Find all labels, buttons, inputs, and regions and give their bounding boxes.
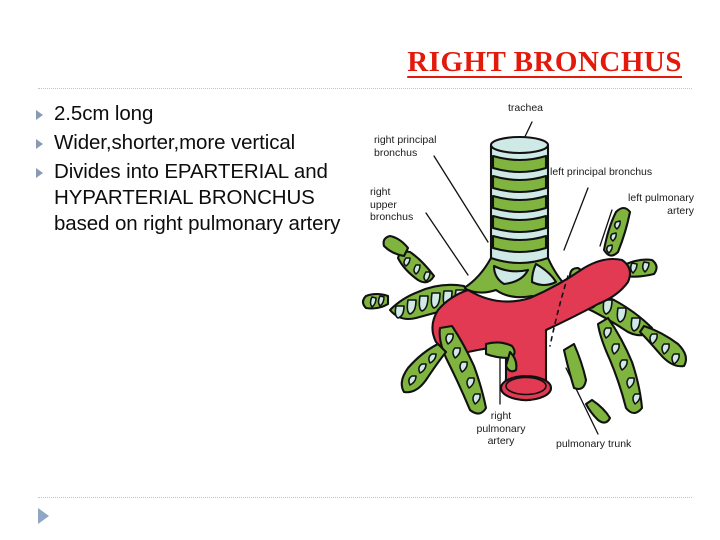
label-right-principal-bronchus: right principal bronchus bbox=[374, 134, 437, 159]
list-item: Wider,shorter,more vertical bbox=[36, 130, 356, 156]
trachea-shape bbox=[489, 135, 550, 266]
left-lower-bronchi-shape bbox=[562, 316, 688, 424]
label-right-upper-bronchus: right upper bronchus bbox=[370, 186, 414, 223]
right-upper-bronchus-shape bbox=[361, 234, 436, 310]
divider-top bbox=[38, 88, 692, 89]
triangle-bullet-icon bbox=[36, 130, 54, 149]
label-left-pulmonary-artery: left pulmonary artery bbox=[628, 192, 694, 217]
bullet-list: 2.5cm long Wider,shorter,more vertical D… bbox=[36, 101, 356, 240]
label-left-principal-bronchus: left principal bronchus bbox=[550, 166, 653, 178]
label-pulmonary-trunk: pulmonary trunk bbox=[556, 438, 632, 450]
label-trachea: trachea bbox=[508, 102, 544, 114]
anatomy-diagram: trachea right principal bronchus right u… bbox=[360, 100, 712, 472]
right-lower-bronchi-shape bbox=[400, 324, 518, 415]
label-right-pulmonary-artery: right pulmonary artery bbox=[476, 410, 526, 447]
divider-bottom bbox=[38, 497, 692, 498]
triangle-bullet-icon bbox=[36, 159, 54, 178]
list-item: 2.5cm long bbox=[36, 101, 356, 127]
footer-triangle-bullet-icon bbox=[38, 508, 49, 524]
list-item-label: 2.5cm long bbox=[54, 102, 154, 125]
page-title: RIGHT BRONCHUS bbox=[407, 46, 682, 78]
pulmonary-artery-shape bbox=[431, 257, 632, 402]
list-item-label: Wider,shorter,more vertical bbox=[54, 131, 296, 154]
leader-lines bbox=[425, 121, 613, 435]
carina-shape bbox=[462, 256, 570, 299]
triangle-bullet-icon bbox=[36, 101, 54, 120]
anatomy-illustration bbox=[361, 121, 688, 435]
list-item: Divides into EPARTERIAL and HYPARTERIAL … bbox=[36, 159, 356, 237]
list-item-label: Divides into EPARTERIAL and HYPARTERIAL … bbox=[54, 160, 341, 235]
